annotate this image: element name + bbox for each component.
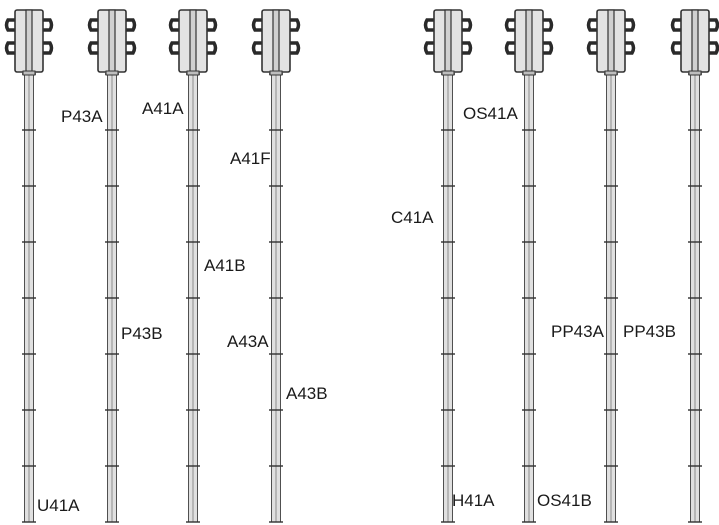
valve-knob-left <box>423 41 434 55</box>
pipe-column <box>4 9 54 523</box>
manifold-divider <box>189 9 197 73</box>
pipe-column <box>586 9 636 523</box>
valve-knob-right <box>543 41 554 55</box>
valve-knob-left <box>504 41 515 55</box>
valve-knob-right <box>126 41 137 55</box>
manifold-divider <box>108 9 116 73</box>
manifold-divider <box>25 9 33 73</box>
valve-knob-left <box>670 41 681 55</box>
manifold-collar <box>269 70 283 76</box>
label-a41b: A41B <box>204 256 246 275</box>
valve-knob-right <box>207 41 218 55</box>
manifold-head <box>251 9 301 76</box>
valve-knob-right <box>43 18 54 32</box>
manifold-divider <box>607 9 615 73</box>
pipe-column <box>670 9 719 523</box>
valve-knob-left <box>251 41 262 55</box>
label-pp43a: PP43A <box>551 322 605 341</box>
valve-knob-left <box>168 41 179 55</box>
valve-knob-left <box>586 18 597 32</box>
manifold-head <box>87 9 137 76</box>
manifold-divider <box>691 9 699 73</box>
label-pp43b: PP43B <box>623 322 676 341</box>
valve-knob-left <box>168 18 179 32</box>
valve-knob-left <box>423 18 434 32</box>
valve-knob-right <box>290 41 301 55</box>
valve-knob-right <box>290 18 301 32</box>
valve-knob-left <box>670 18 681 32</box>
manifold-head <box>586 9 636 76</box>
valve-knob-left <box>4 18 15 32</box>
manifold-collar <box>688 70 702 76</box>
manifold-collar <box>522 70 536 76</box>
valve-knob-left <box>87 41 98 55</box>
valve-knob-right <box>709 18 719 32</box>
manifold-head <box>670 9 719 76</box>
label-u41a: U41A <box>37 496 80 515</box>
pipe-column <box>87 9 137 523</box>
valve-knob-right <box>625 18 636 32</box>
manifold-head <box>4 9 54 76</box>
label-p43a: P43A <box>61 107 103 126</box>
valve-knob-left <box>586 41 597 55</box>
pipe-column <box>168 9 218 523</box>
valve-knob-left <box>4 41 15 55</box>
manifold-collar <box>186 70 200 76</box>
label-a43a: A43A <box>227 332 269 351</box>
valve-knob-left <box>504 18 515 32</box>
label-a41a: A41A <box>142 99 184 118</box>
valve-knob-right <box>462 41 473 55</box>
manifold-divider <box>444 9 452 73</box>
manifold-head <box>168 9 218 76</box>
pipe-column <box>504 9 554 523</box>
valve-knob-right <box>625 41 636 55</box>
label-os41b: OS41B <box>537 491 592 510</box>
label-os41a: OS41A <box>463 104 518 123</box>
manifold-collar <box>441 70 455 76</box>
manifold-collar <box>604 70 618 76</box>
valve-knob-right <box>709 41 719 55</box>
manifold-divider <box>525 9 533 73</box>
manifold-collar <box>105 70 119 76</box>
valve-knob-right <box>126 18 137 32</box>
label-a43b: A43B <box>286 384 328 403</box>
valve-knob-left <box>251 18 262 32</box>
manifold-collar <box>22 70 36 76</box>
pipe-column <box>423 9 473 523</box>
manifold-head <box>423 9 473 76</box>
valve-knob-right <box>462 18 473 32</box>
label-a41f: A41F <box>230 149 271 168</box>
label-c41a: C41A <box>391 208 434 227</box>
label-h41a: H41A <box>452 491 495 510</box>
manifold-divider <box>272 9 280 73</box>
valve-knob-left <box>87 18 98 32</box>
valve-knob-right <box>43 41 54 55</box>
valve-knob-right <box>207 18 218 32</box>
manifold-head <box>504 9 554 76</box>
label-p43b: P43B <box>121 324 163 343</box>
valve-knob-right <box>543 18 554 32</box>
pipe-column <box>251 9 301 523</box>
